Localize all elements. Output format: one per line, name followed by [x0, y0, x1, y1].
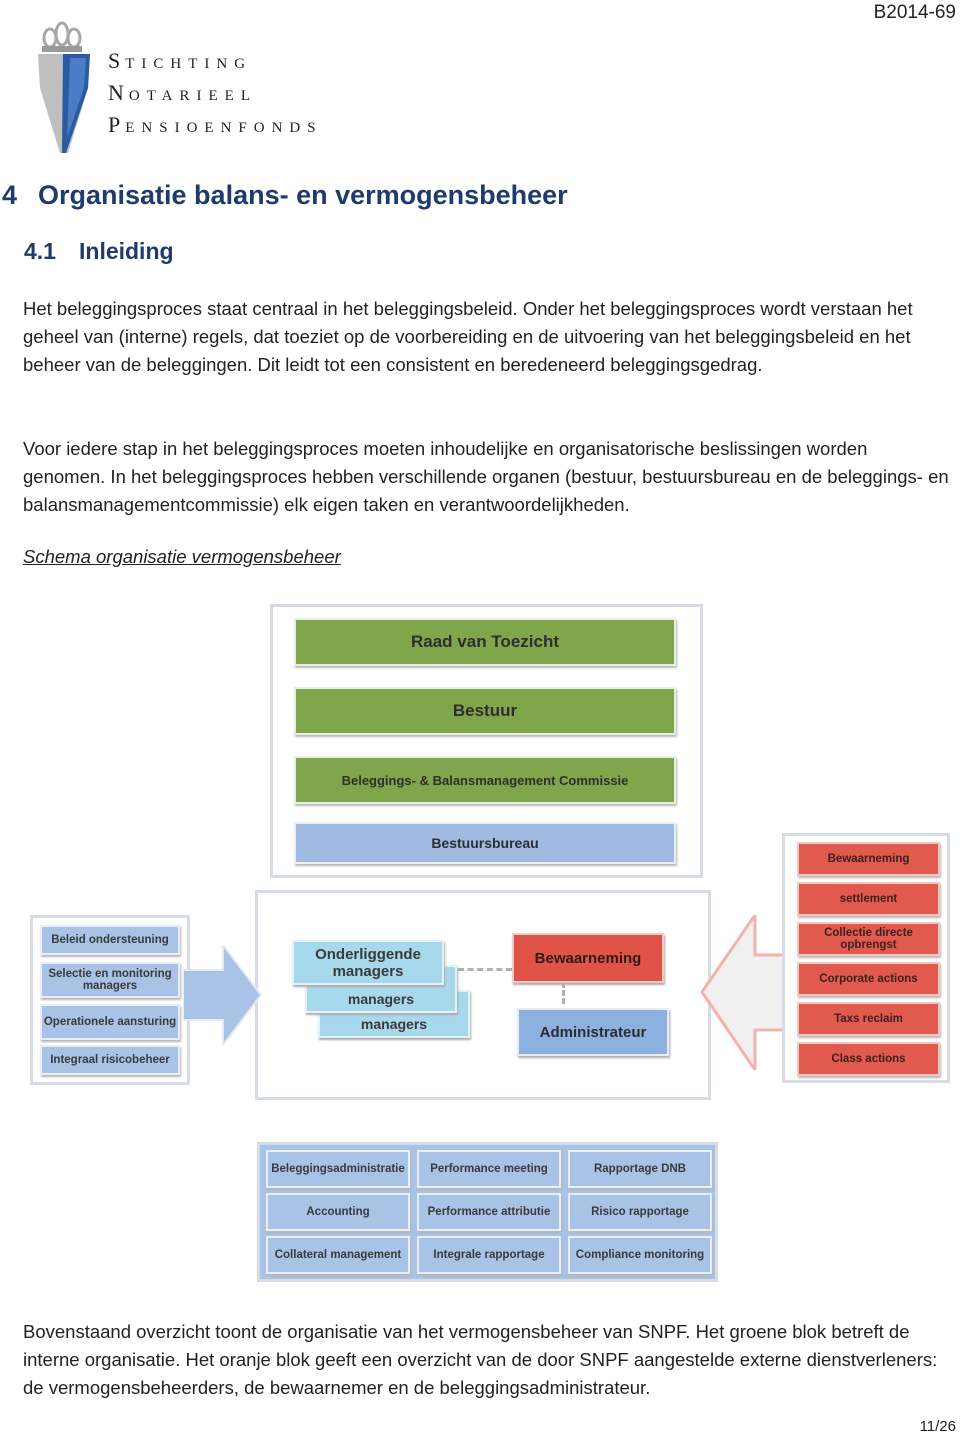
right-item-4: Corporate actions — [797, 962, 940, 996]
bestuur-box: Bestuur — [294, 687, 676, 735]
administrateur-box: Administrateur — [517, 1008, 669, 1056]
schema-title: Schema organisatie vermogensbeheer — [23, 546, 341, 567]
left-item-2: Selectie en monitoring managers — [40, 962, 180, 998]
connector-dashed-v — [562, 982, 565, 1004]
grid-cell-3-2: Integrale rapportage — [417, 1236, 561, 1274]
left-item-1: Beleid ondersteuning — [40, 925, 180, 955]
intro-paragraph-2: Voor iedere stap in het beleggingsproces… — [23, 438, 949, 515]
grid-cell-1-3: Rapportage DNB — [568, 1150, 712, 1188]
right-item-5: Taxs reclaim — [797, 1002, 940, 1036]
grid-cell-2-1: Accounting — [266, 1193, 410, 1231]
logo-line-1: STICHTING — [108, 48, 253, 73]
grid-cell-2-2: Performance attributie — [417, 1193, 561, 1231]
right-item-6: Class actions — [797, 1042, 940, 1076]
intro-paragraph-1: Het beleggingsproces staat centraal in h… — [23, 298, 913, 375]
raad-van-toezicht-box: Raad van Toezicht — [294, 618, 676, 666]
left-item-4: Integraal risicobeheer — [40, 1045, 180, 1075]
connector-dashed-h — [458, 968, 512, 971]
grid-cell-3-3: Compliance monitoring — [568, 1236, 712, 1274]
commissie-box: Beleggings- & Balansmanagement Commissie — [294, 756, 676, 804]
grid-cell-1-1: Beleggingsadministratie — [266, 1150, 410, 1188]
logo-line-3: PENSIOENFONDS — [108, 112, 323, 137]
right-arrow-icon — [183, 945, 263, 1045]
right-item-2: settlement — [797, 882, 940, 916]
right-item-3: Collectie directe opbrengst — [797, 922, 940, 956]
document-id: B2014-69 — [873, 2, 956, 23]
grid-cell-1-2: Performance meeting — [417, 1150, 561, 1188]
bewaarneming-box: Bewaarneming — [512, 933, 664, 983]
grid-cell-3-1: Collateral management — [266, 1236, 410, 1274]
logo-line-2: NOTARIEEL — [108, 80, 258, 105]
snpf-logo: STICHTING NOTARIEEL PENSIOENFONDS — [30, 18, 360, 163]
right-item-1: Bewaarneming — [797, 842, 940, 876]
page-number: 11/26 — [919, 1418, 956, 1435]
organisation-diagram: Raad van Toezicht Bestuur Beleggings- & … — [0, 590, 960, 1300]
onderliggende-managers-card: Onderliggende managers — [292, 940, 444, 985]
bestuursbureau-box: Bestuursbureau — [294, 822, 676, 864]
left-item-3: Operationele aansturing — [40, 1004, 180, 1040]
summary-paragraph: Bovenstaand overzicht toont de organisat… — [23, 1321, 938, 1398]
crown-shield-icon — [38, 21, 90, 153]
grid-cell-2-3: Risico rapportage — [568, 1193, 712, 1231]
